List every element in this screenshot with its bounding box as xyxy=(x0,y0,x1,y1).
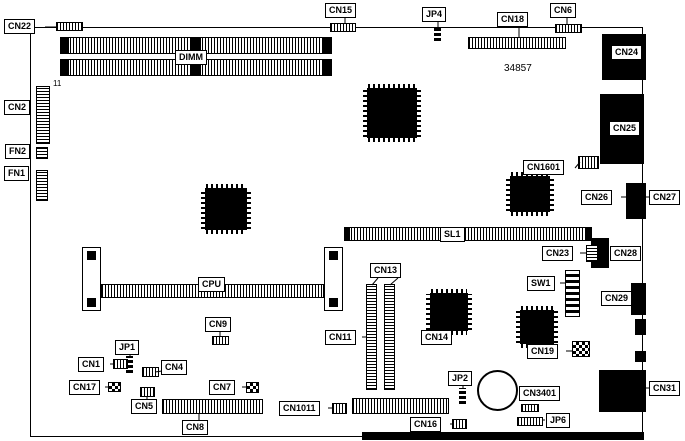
label-jp4: JP4 xyxy=(422,7,447,22)
cmos-battery xyxy=(477,370,518,411)
cn15-connector xyxy=(330,23,356,32)
label-cn17: CN17 xyxy=(69,380,101,395)
jp2-pins xyxy=(459,388,466,404)
label-cn11: CN11 xyxy=(325,330,356,345)
label-jp1: JP1 xyxy=(115,340,140,355)
label-cn22: CN22 xyxy=(4,19,36,34)
label-cn7: CN7 xyxy=(209,380,236,395)
cn4-connector xyxy=(142,367,159,377)
cn7-connector xyxy=(246,382,259,393)
cn17-connector xyxy=(108,382,121,392)
label-cn2: CN2 xyxy=(4,100,31,115)
cn23-connector xyxy=(586,245,598,262)
board-bottom-edge-bar xyxy=(362,432,644,440)
cn9-connector xyxy=(212,336,229,345)
chipset-ic xyxy=(363,84,421,142)
cpu-retention-bracket-right xyxy=(324,247,343,311)
jp6-connector xyxy=(517,417,543,426)
label-fn2: FN2 xyxy=(5,144,31,159)
cn8-header xyxy=(162,399,263,414)
edge-connector-nub xyxy=(635,319,646,335)
label-cn26: CN26 xyxy=(581,190,613,205)
cn2-pin1-marker: 11 xyxy=(53,79,62,88)
cn22-connector xyxy=(56,22,83,31)
fn1-connector xyxy=(36,170,48,201)
cn18-connector xyxy=(468,37,566,49)
io-controller-ic xyxy=(506,172,554,216)
label-cn8: CN8 xyxy=(182,420,209,435)
jp4-pins xyxy=(434,28,441,41)
cn29-port xyxy=(631,283,646,315)
label-cn4: CN4 xyxy=(161,360,188,375)
cpu-retention-bracket-left xyxy=(82,247,101,311)
cn26-cn27-port xyxy=(626,183,646,219)
controller-ic xyxy=(201,184,251,234)
super-io-ic xyxy=(516,306,558,348)
cn6-connector xyxy=(555,24,582,33)
label-cn1601: CN1601 xyxy=(523,160,565,175)
cn1601-connector xyxy=(578,156,599,169)
label-jp6: JP6 xyxy=(546,413,571,428)
label-cn6: CN6 xyxy=(550,3,577,18)
label-cn16: CN16 xyxy=(410,417,442,432)
cn16-header xyxy=(352,398,449,414)
label-cn18: CN18 xyxy=(497,12,529,27)
label-cn13: CN13 xyxy=(370,263,402,278)
cn13-header xyxy=(384,284,395,390)
label-cn28: CN28 xyxy=(610,246,642,261)
label-cn31: CN31 xyxy=(649,381,681,396)
cn3401-connector xyxy=(521,404,539,412)
label-cn23: CN23 xyxy=(542,246,574,261)
cn16-connector xyxy=(452,419,467,429)
label-fn1: FN1 xyxy=(4,166,30,181)
sw1-dip-switch xyxy=(565,270,580,317)
label-cn9: CN9 xyxy=(205,317,232,332)
label-cn3401: CN3401 xyxy=(519,386,561,401)
label-cn14: CN14 xyxy=(421,330,453,345)
label-cn24: CN24 xyxy=(611,45,643,60)
cn5-connector xyxy=(140,387,155,397)
label-cn5: CN5 xyxy=(131,399,158,414)
cn14-ic xyxy=(426,289,472,335)
label-jp2: JP2 xyxy=(448,371,473,386)
label-sl1: SL1 xyxy=(440,227,465,242)
label-cn15: CN15 xyxy=(325,3,357,18)
label-cpu: CPU xyxy=(198,277,226,292)
cn19-connector xyxy=(572,341,590,357)
sl1-slot xyxy=(344,227,592,241)
cn11-header xyxy=(366,284,377,390)
label-dimm: DIMM xyxy=(175,50,207,65)
label-cn27: CN27 xyxy=(649,190,681,205)
cn1011-connector xyxy=(332,403,347,414)
board-part-number: 34857 xyxy=(504,63,532,74)
cn2-connector xyxy=(36,86,50,144)
cn31-port xyxy=(599,370,646,412)
label-cn29: CN29 xyxy=(601,291,633,306)
fn2-connector xyxy=(36,147,48,159)
jp1-pins xyxy=(126,356,133,373)
label-cn1011: CN1011 xyxy=(279,401,320,416)
label-cn1: CN1 xyxy=(78,357,105,372)
label-cn19: CN19 xyxy=(527,344,559,359)
edge-connector-nub xyxy=(635,351,646,362)
label-sw1: SW1 xyxy=(527,276,555,291)
label-cn25: CN25 xyxy=(609,121,641,136)
